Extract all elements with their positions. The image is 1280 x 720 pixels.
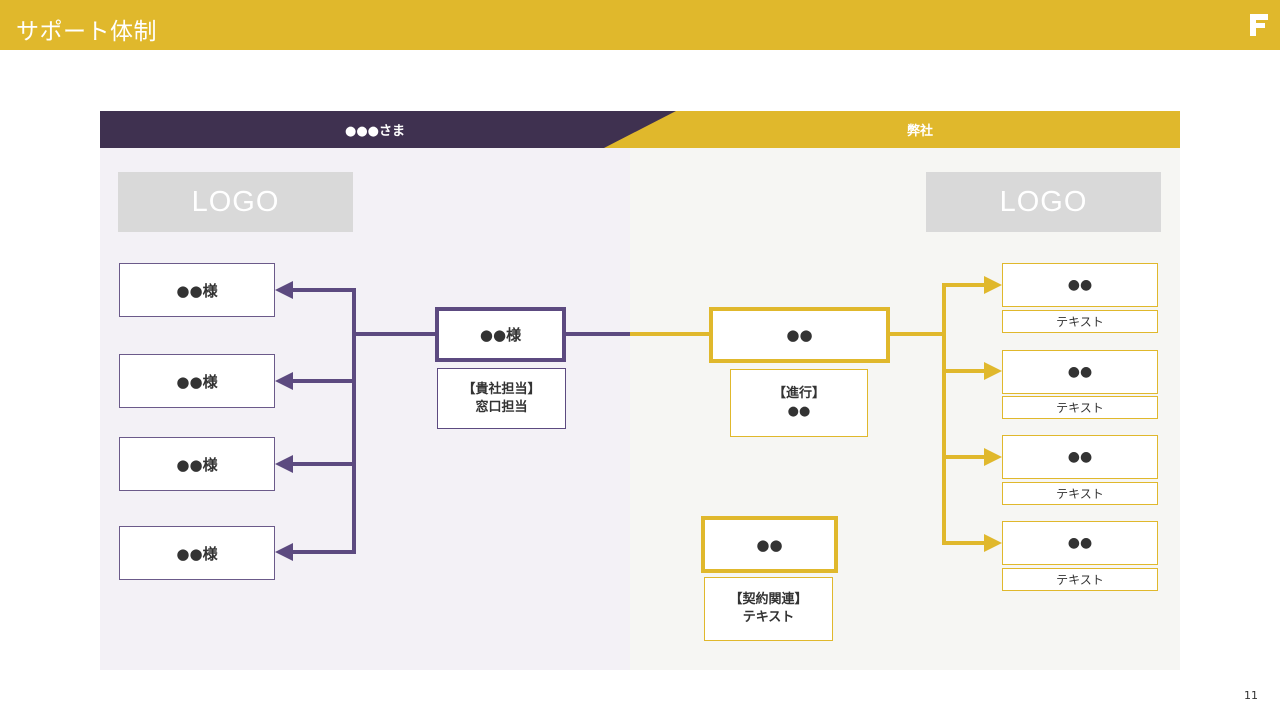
arrow-left-icon — [275, 455, 293, 473]
client-contact-note: 【貴社担当】 窓口担当 — [437, 368, 566, 429]
company-column-title: 弊社 — [906, 124, 933, 139]
company-staff-box: ●● — [1002, 263, 1158, 307]
page-title: サポート体制 — [16, 19, 157, 45]
client-member-box: ●●様 — [119, 354, 275, 408]
arrow-left-icon — [275, 543, 293, 561]
company-staff-caption: テキスト — [1002, 310, 1158, 333]
company-staff-box: ●● — [1002, 435, 1158, 479]
company-arrowheads — [984, 276, 1002, 552]
client-note-line: 【貴社担当】 — [462, 381, 541, 397]
top-header-bar: サポート体制 — [0, 0, 1280, 50]
company-staff-caption: テキスト — [1002, 396, 1158, 419]
arrow-right-icon — [984, 534, 1002, 552]
company-staff-box: ●● — [1002, 350, 1158, 394]
client-header-banner — [100, 111, 676, 148]
client-note-line: 窓口担当 — [475, 399, 528, 415]
company-main-box: ●● — [709, 307, 890, 363]
progress-note-line: 【進行】 — [772, 385, 825, 401]
client-member-box: ●●様 — [119, 526, 275, 580]
arrow-right-icon — [984, 448, 1002, 466]
company-staff-caption: テキスト — [1002, 568, 1158, 591]
f-brand-logo-icon — [1250, 14, 1268, 36]
arrow-right-icon — [984, 276, 1002, 294]
progress-note: 【進行】 ●● — [730, 369, 868, 437]
contract-note-line: 【契約関連】 — [729, 591, 808, 607]
arrow-left-icon — [275, 372, 293, 390]
client-connector-lines — [290, 288, 630, 554]
arrow-right-icon — [984, 362, 1002, 380]
client-logo-placeholder: LOGO — [118, 172, 353, 232]
progress-note-line: ●● — [787, 404, 811, 419]
contract-note: 【契約関連】 テキスト — [704, 577, 833, 641]
company-staff-box: ●● — [1002, 521, 1158, 565]
client-main-contact-box: ●●様 — [435, 307, 566, 362]
contract-box: ●● — [701, 516, 838, 573]
client-column-title: ●●●さま — [344, 124, 406, 139]
page-number: 11 — [1244, 689, 1258, 702]
client-member-box: ●●様 — [119, 263, 275, 317]
client-member-box: ●●様 — [119, 437, 275, 491]
contract-note-line: テキスト — [742, 610, 795, 625]
client-arrowheads — [275, 281, 293, 561]
company-connector-lines — [630, 283, 988, 545]
company-staff-caption: テキスト — [1002, 482, 1158, 505]
company-logo-placeholder: LOGO — [926, 172, 1161, 232]
arrow-left-icon — [275, 281, 293, 299]
